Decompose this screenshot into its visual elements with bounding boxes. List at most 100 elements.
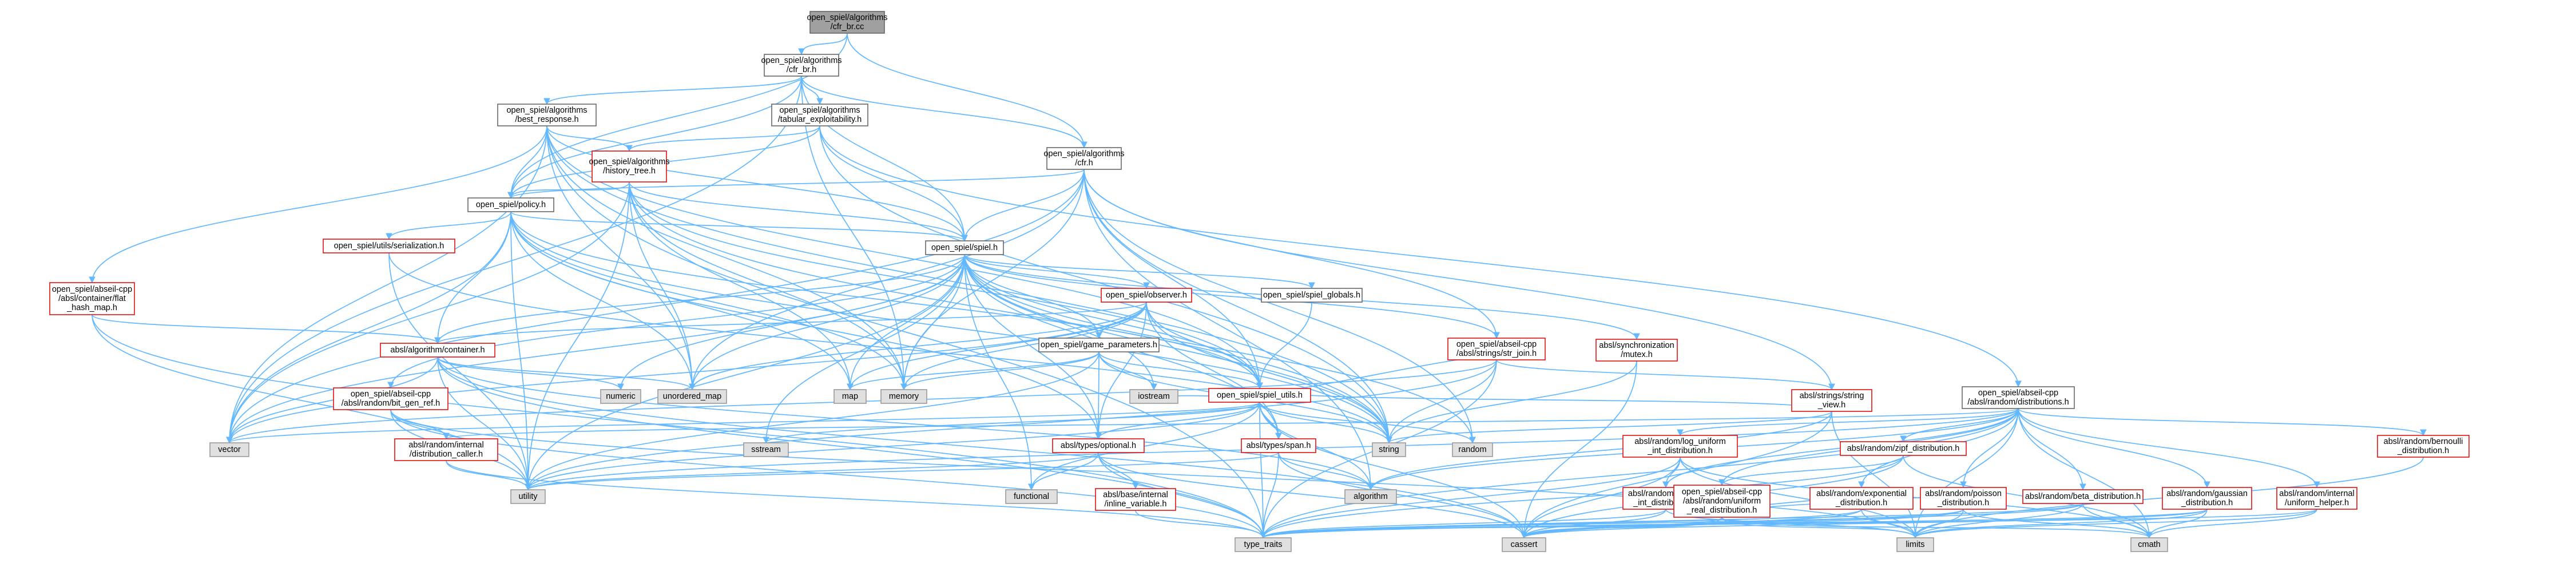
node-cmath[interactable]: cmath: [2130, 537, 2168, 552]
node-label-line: absl/types/span.h: [1247, 441, 1311, 450]
edge-spiel_h-to-random: [964, 254, 1476, 444]
node-exponential[interactable]: absl/random/exponential_distribution.h: [1809, 487, 1914, 510]
node-box: [743, 442, 789, 457]
node-spiel-utils[interactable]: open_spiel/spiel_utils.h: [1208, 388, 1311, 403]
edge-observer-to-algo_container: [434, 302, 1147, 344]
node-label-line: /tabular_exploitability.h: [778, 115, 862, 124]
edge-observer-to-types_optional: [1095, 302, 1147, 440]
edge-history_tree-to-policy: [507, 181, 630, 199]
node-root: open_spiel/algorithms/cfr_br.cc: [807, 11, 888, 34]
node-poisson[interactable]: absl/random/poisson_distribution.h: [1920, 487, 2007, 510]
node-string-view[interactable]: absl/strings/string_view.h: [1791, 389, 1872, 412]
edge-distributions-to-beta: [2018, 408, 2086, 491]
edge-spiel_h-to-string: [964, 254, 1392, 444]
node-label-line: limits: [1906, 540, 1924, 549]
node-cfr-h[interactable]: open_spiel/algorithms/cfr.h: [1043, 147, 1125, 170]
edge-history_tree-to-map: [629, 181, 854, 391]
node-zipf[interactable]: absl/random/zipf_distribution.h: [1840, 441, 1967, 456]
node-utility[interactable]: utility: [510, 489, 546, 504]
edge-game_parameters-to-iostream: [1098, 351, 1157, 391]
node-uniform-helper[interactable]: absl/random/internal/uniform_helper.h: [2276, 487, 2357, 510]
node-spiel-h[interactable]: open_spiel/spiel.h: [925, 240, 1004, 255]
edge-game_parameters-to-memory: [900, 351, 1100, 391]
node-serialization[interactable]: open_spiel/utils/serialization.h: [323, 239, 455, 253]
node-observer[interactable]: open_spiel/observer.h: [1101, 288, 1192, 303]
node-memory[interactable]: memory: [880, 389, 927, 404]
node-cassert[interactable]: cassert: [1502, 537, 1546, 552]
node-best-response[interactable]: open_spiel/algorithms/best_response.h: [497, 104, 597, 126]
node-label-line: absl/random/zipf_distribution.h: [1847, 444, 1960, 453]
edge-game_parameters-to-spiel_utils: [1098, 351, 1263, 390]
node-label-line: /inline_variable.h: [1105, 499, 1167, 509]
node-iostream[interactable]: iostream: [1129, 389, 1178, 404]
node-types-optional[interactable]: absl/types/optional.h: [1052, 438, 1145, 453]
node-cfr-br-h[interactable]: open_spiel/algorithms/cfr_br.h: [761, 54, 842, 77]
edge-observer-to-memory: [900, 302, 1147, 391]
node-game-parameters[interactable]: open_spiel/game_parameters.h: [1038, 338, 1160, 352]
edge-spiel_utils-to-string_view: [1259, 388, 1835, 413]
node-vector[interactable]: vector: [209, 442, 249, 457]
node-box: [925, 240, 1004, 255]
node-str-join[interactable]: open_spiel/abseil-cpp/absl/strings/str_j…: [1447, 338, 1546, 360]
node-box: [49, 282, 135, 315]
node-bernoulli[interactable]: absl/random/bernoulli_distribution.h: [2377, 435, 2470, 458]
node-label-line: type_traits: [1244, 540, 1283, 549]
node-uniform-real[interactable]: open_spiel/abseil-cpp/absl/random/unifor…: [1673, 485, 1771, 518]
node-label-line: algorithm: [1354, 492, 1388, 501]
node-beta[interactable]: absl/random/beta_distribution.h: [2022, 489, 2144, 504]
node-types-span[interactable]: absl/types/span.h: [1241, 438, 1316, 453]
node-bit-gen-ref[interactable]: open_spiel/abseil-cpp/absl/random/bit_ge…: [333, 387, 448, 410]
node-algorithm[interactable]: algorithm: [1344, 489, 1397, 504]
node-history-tree[interactable]: open_spiel/algorithms/history_tree.h: [589, 150, 670, 183]
node-functional[interactable]: functional: [1005, 489, 1058, 504]
edge-best_response-to-type_traits: [546, 125, 1267, 539]
node-box: [1005, 489, 1058, 504]
node-sstream[interactable]: sstream: [743, 442, 789, 457]
node-type-traits[interactable]: type_traits: [1235, 537, 1292, 552]
node-spiel-globals[interactable]: open_spiel/spiel_globals.h: [1261, 288, 1363, 303]
node-box: [1095, 488, 1176, 511]
edge-spiel_h-to-memory: [900, 254, 965, 391]
node-unordered-map[interactable]: unordered_map: [657, 389, 727, 404]
node-box: [1052, 438, 1145, 453]
node-label-line: memory: [889, 392, 919, 401]
edge-distributions-to-uniform_helper: [2018, 408, 2320, 489]
edge-spiel_globals-to-spiel_utils: [1256, 302, 1312, 390]
node-box: [592, 150, 667, 183]
node-box: [1791, 389, 1872, 412]
node-map[interactable]: map: [833, 389, 867, 404]
node-label-line: numeric: [606, 392, 636, 401]
edge-cfr_br_h-to-memory: [801, 76, 907, 391]
edge-policy-to-algo_container: [434, 211, 511, 344]
node-label-line: open_spiel/spiel_globals.h: [1263, 291, 1360, 300]
edge-cfr_br_h-to-spiel_h: [801, 76, 968, 242]
edge-tabular_exploit-to-history_tree: [626, 125, 820, 152]
node-box: [2130, 537, 2168, 552]
node-numeric[interactable]: numeric: [600, 389, 641, 404]
node-tabular-exploit[interactable]: open_spiel/algorithms/tabular_exploitabi…: [771, 104, 868, 126]
node-gaussian[interactable]: absl/random/gaussian_distribution.h: [2162, 487, 2252, 510]
edge-string_view-to-algorithm: [1367, 411, 1832, 491]
node-distributions[interactable]: open_spiel/abseil-cpp/absl/random/distri…: [1962, 386, 2075, 409]
node-policy[interactable]: open_spiel/policy.h: [467, 197, 554, 212]
node-box: [467, 197, 554, 212]
node-label-line: open_spiel/policy.h: [476, 200, 546, 209]
node-box: [497, 104, 597, 126]
node-distribution-caller[interactable]: absl/random/internal/distribution_caller…: [394, 438, 498, 461]
edge-types_optional-to-functional: [1028, 452, 1099, 491]
node-log-uniform[interactable]: absl/random/log_uniform_int_distribution…: [1622, 435, 1738, 458]
node-string[interactable]: string: [1372, 442, 1406, 457]
node-inline-variable[interactable]: absl/base/internal/inline_variable.h: [1095, 488, 1176, 511]
edge-tabular_exploit-to-spiel_h: [819, 125, 968, 242]
node-random[interactable]: random: [1452, 442, 1493, 457]
edge-gaussian-to-limits: [1912, 509, 2208, 539]
edge-uniform_int-to-type_traits: [1260, 509, 1666, 539]
node-limits[interactable]: limits: [1896, 537, 1934, 552]
node-algo-container[interactable]: absl/algorithm/container.h: [380, 343, 495, 358]
edge-cfr_br_h-to-cfr_h: [801, 76, 1087, 149]
edge-cfr_br_h-to-tabular_exploit: [801, 76, 823, 105]
node-sync-mutex[interactable]: absl/synchronization/mutex.h: [1595, 339, 1678, 362]
node-flat-hash-map[interactable]: open_spiel/abseil-cpp/absl/container/fla…: [49, 282, 135, 315]
edge-policy-to-vector: [226, 211, 511, 444]
edge-spiel_utils-to-cassert: [1259, 402, 1527, 539]
